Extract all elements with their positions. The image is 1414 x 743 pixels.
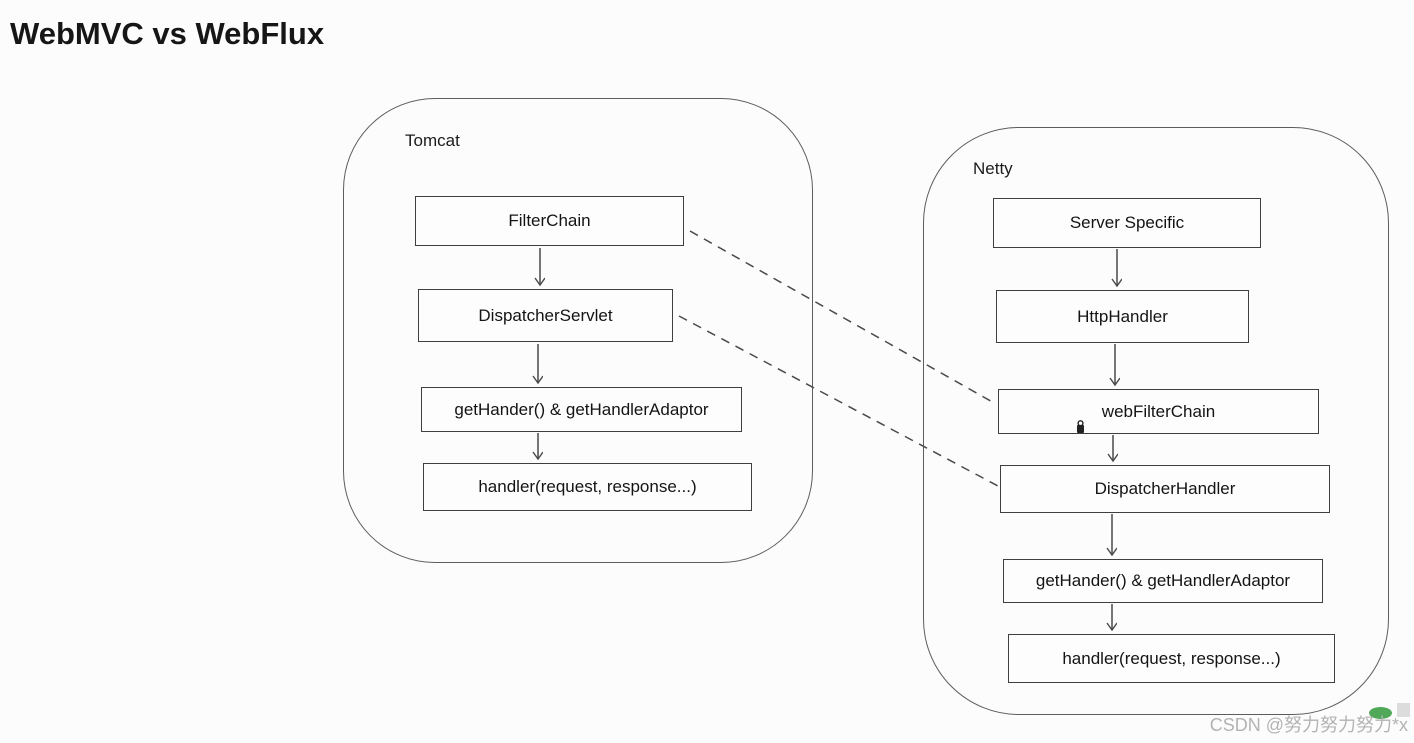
node-handler-flux-label: handler(request, response...) [1062, 648, 1281, 668]
netty-group-label: Netty [973, 159, 1013, 178]
node-dispatcherservlet-label: DispatcherServlet [478, 305, 613, 325]
node-webfilterchain-label: webFilterChain [1101, 401, 1216, 421]
watermark-green-dot [1369, 707, 1392, 719]
node-handler-mvc: handler(request, response...) [423, 463, 752, 511]
node-dispatcherservlet: DispatcherServlet [418, 289, 673, 342]
node-gethandler-flux-label: getHander() & getHandlerAdaptor [1035, 571, 1291, 590]
node-server-specific: Server Specific [993, 198, 1261, 248]
node-gethandler-flux: getHander() & getHandlerAdaptor [1003, 559, 1323, 603]
node-filterchain-label: FilterChain [508, 211, 591, 230]
node-webfilterchain: webFilterChain [998, 389, 1319, 434]
node-httphandler-label: HttpHandler [1077, 306, 1168, 326]
text-cursor-artifact [1077, 420, 1084, 433]
node-gethandler-mvc: getHander() & getHandlerAdaptor [421, 387, 742, 432]
page-title: WebMVC vs WebFlux [10, 16, 325, 51]
node-server-specific-label: Server Specific [1069, 213, 1185, 232]
watermark-cursor-square [1397, 703, 1410, 717]
node-httphandler: HttpHandler [996, 290, 1249, 343]
tomcat-group-label: Tomcat [405, 131, 460, 150]
watermark: CSDN @努力努力努力*x [1209, 715, 1408, 735]
node-handler-flux: handler(request, response...) [1008, 634, 1335, 683]
node-dispatcherhandler-label: DispatcherHandler [1094, 479, 1236, 498]
node-filterchain: FilterChain [415, 196, 684, 246]
node-gethandler-mvc-label: getHander() & getHandlerAdaptor [454, 399, 709, 419]
node-handler-mvc-label: handler(request, response...) [478, 477, 697, 496]
node-dispatcherhandler: DispatcherHandler [1000, 465, 1330, 513]
